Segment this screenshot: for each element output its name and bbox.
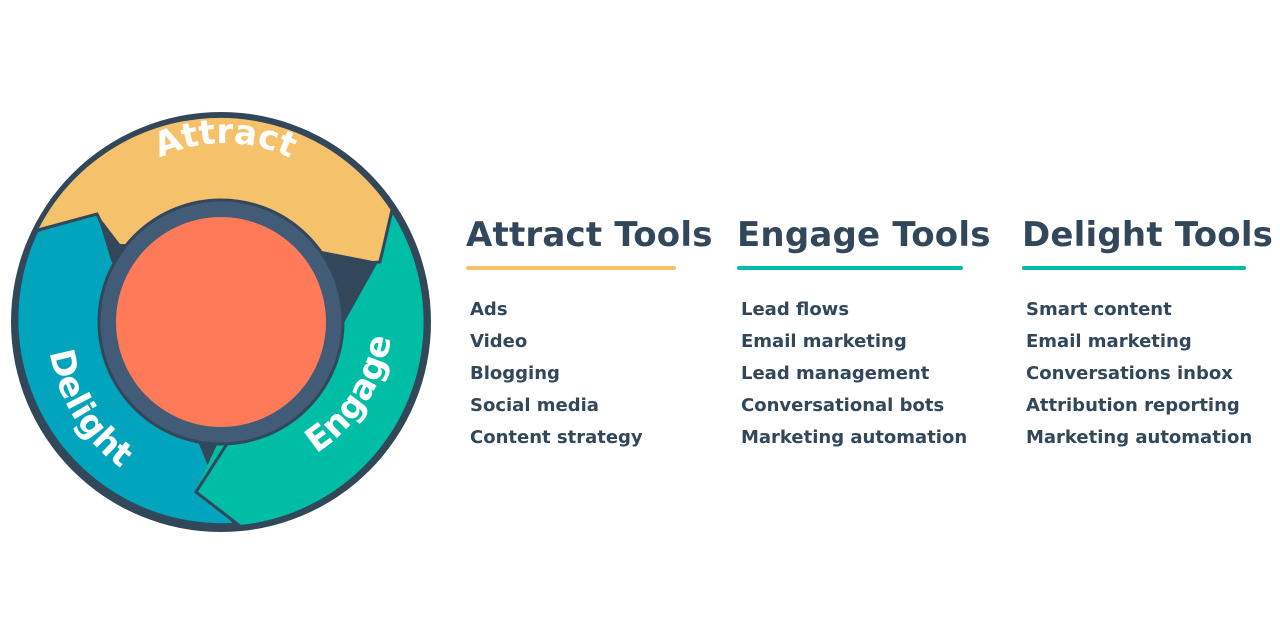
- attract-tools-title: Attract Tools: [466, 215, 713, 255]
- flywheel-hub: [116, 217, 326, 427]
- engage-tools-list: Lead flows Email marketing Lead manageme…: [741, 294, 968, 454]
- list-item: Smart content: [1026, 299, 1172, 320]
- list-item: Marketing automation: [1026, 427, 1253, 448]
- segment-divider-bottom: [193, 435, 241, 528]
- delight-tools-list: Smart content Email marketing Conversati…: [1026, 294, 1253, 454]
- delight-tools-column: Delight Tools Smart content Email market…: [1022, 212, 1274, 454]
- list-item: Email marketing: [1026, 331, 1192, 352]
- attract-tools-list: Ads Video Blogging Social media Content …: [470, 294, 676, 454]
- flywheel-diagram: Attract Engage Delight: [11, 112, 431, 532]
- list-item: Social media: [470, 395, 599, 416]
- list-item: Blogging: [470, 363, 560, 384]
- list-item: Lead management: [741, 363, 930, 384]
- engage-tools-column: Engage Tools Lead flows Email marketing …: [737, 212, 991, 454]
- engage-tools-title: Engage Tools: [737, 215, 991, 255]
- delight-tools-title: Delight Tools: [1022, 215, 1274, 255]
- list-item: Marketing automation: [741, 427, 968, 448]
- attract-tools-underline: [466, 266, 676, 270]
- delight-tools-underline: [1022, 266, 1246, 270]
- segment-divider-right: [325, 209, 394, 268]
- list-item: Ads: [470, 299, 508, 320]
- list-item: Attribution reporting: [1026, 395, 1240, 416]
- attract-segment: [38, 117, 392, 263]
- list-item: Video: [470, 331, 528, 352]
- engage-tools-underline: [737, 266, 963, 270]
- attract-tools-column: Attract Tools Ads Video Blogging Social …: [466, 212, 713, 454]
- segment-divider-top: [37, 212, 122, 263]
- list-item: Email marketing: [741, 331, 907, 352]
- list-item: Lead flows: [741, 299, 850, 320]
- list-item: Content strategy: [470, 427, 643, 448]
- list-item: Conversational bots: [741, 395, 945, 416]
- list-item: Conversations inbox: [1026, 363, 1233, 384]
